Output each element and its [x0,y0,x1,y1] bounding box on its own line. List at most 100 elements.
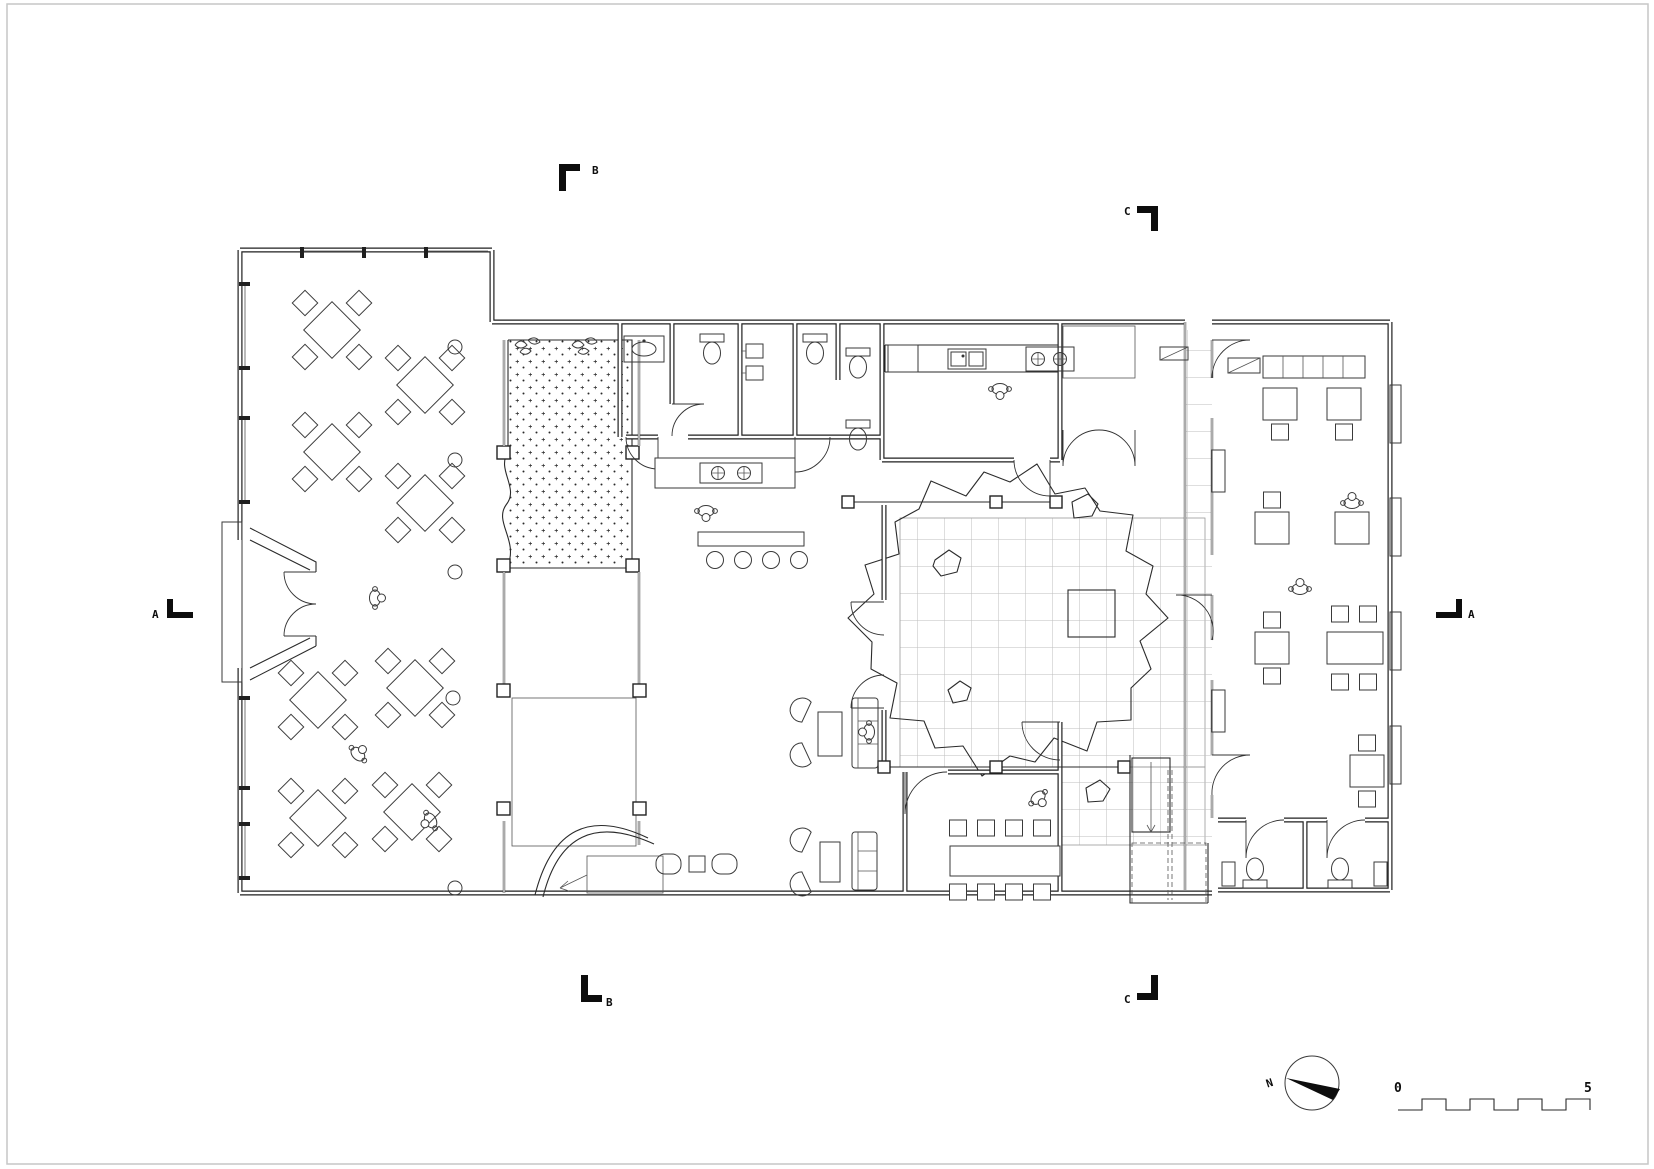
stair-arrow [559,874,588,892]
north-arrow-icon: N [1264,1055,1340,1111]
wc-fixture-icon [699,333,725,365]
scale-end-label: 5 [1584,1081,1592,1096]
window-bay [1389,384,1402,785]
hand-basin [1373,861,1388,887]
lounge [655,693,879,901]
sink-icon [947,348,987,370]
armchair [785,693,813,724]
dining-table-icon [291,411,373,493]
column [496,683,511,698]
stool [688,855,706,873]
right-dining-area [1227,355,1385,808]
hand-basin [745,365,764,381]
person-figure-icon [369,586,386,610]
plant-icon [514,337,598,355]
armchair [785,823,813,854]
courtyard-railing [841,495,1131,774]
section-marker-c-top: C [1124,205,1158,231]
main-entrance [221,521,317,683]
dining-table-icon [277,777,359,859]
vestibule-tiles [1062,325,1136,379]
dining-table-icon [371,771,453,853]
counter [1262,355,1366,379]
person-figure-icon [1340,492,1364,509]
wc-fixture-icon [845,347,871,379]
person-figure-icon [694,505,718,522]
bench [1211,449,1226,493]
cooktop-icon [1025,346,1075,372]
bench [1211,689,1226,733]
section-label: A [152,608,159,621]
dining-table-icon [277,659,359,741]
person-figure-icon [1025,785,1055,814]
sofa [851,697,879,769]
column [445,690,461,706]
tree-canopy-icon [847,463,1169,803]
hand-basin [1221,861,1236,887]
person-figure-icon [1288,578,1312,595]
cooktop-icon [737,466,751,480]
cabinet [1227,357,1261,374]
scale-bar-icon: 0 5 [1394,1081,1592,1111]
wc-block [623,333,871,451]
section-marker-a-right: A [1436,599,1475,621]
long-table [949,845,1061,877]
column [632,801,647,816]
dining-table-icon [384,462,466,544]
section-label: C [1124,993,1131,1006]
garden-patio [496,337,640,573]
wc-fixture-icon [1327,857,1353,889]
left-dining-area [277,289,466,896]
sofa [851,831,878,891]
cooktop-icon [711,466,725,480]
private-dining-room [949,785,1061,901]
person-figure-icon [345,738,374,767]
bar-stool [790,551,808,569]
person-figure-icon [988,383,1012,400]
armchair [785,870,813,901]
veranda-corridor [502,322,1226,893]
bar-stool [734,551,752,569]
stair-rail [534,824,655,898]
column [496,558,511,573]
entry-canopy [221,521,243,683]
stool [711,853,738,875]
dining-table-icon [291,289,373,371]
courtyard-paving [899,330,1212,846]
wc-fixture-icon [802,333,828,365]
stool [655,853,682,875]
kitchen [884,344,1075,400]
section-marker-b-top: B [559,164,599,191]
scale-start-label: 0 [1394,1081,1402,1096]
section-label: B [606,996,613,1009]
bar-stool [762,551,780,569]
section-label: A [1468,608,1475,621]
coffee-table [819,841,841,883]
sheet-frame [6,3,1649,1165]
tree-pit [1067,589,1116,638]
column [632,683,647,698]
doormat [1159,346,1189,361]
dining-table-icon [384,344,466,426]
column [447,452,463,468]
dining-table-icon [374,647,456,729]
grand-staircase [496,683,664,898]
bar-stool [706,551,724,569]
wc-fixture-icon [1242,857,1268,889]
armchair [785,741,813,772]
column [447,564,463,580]
north-label: N [1264,1076,1274,1090]
section-label: C [1124,205,1131,218]
secondary-staircase [1129,755,1209,904]
section-label: B [592,164,599,177]
section-marker-a-left: A [152,599,193,621]
section-marker-b-bottom: B [581,975,613,1009]
person-figure-icon [858,720,875,744]
column [496,445,511,460]
right-wc [1221,857,1388,889]
service-counter [654,457,796,489]
section-marker-c-bottom: C [1124,975,1158,1006]
stair-arrow [1146,762,1156,833]
